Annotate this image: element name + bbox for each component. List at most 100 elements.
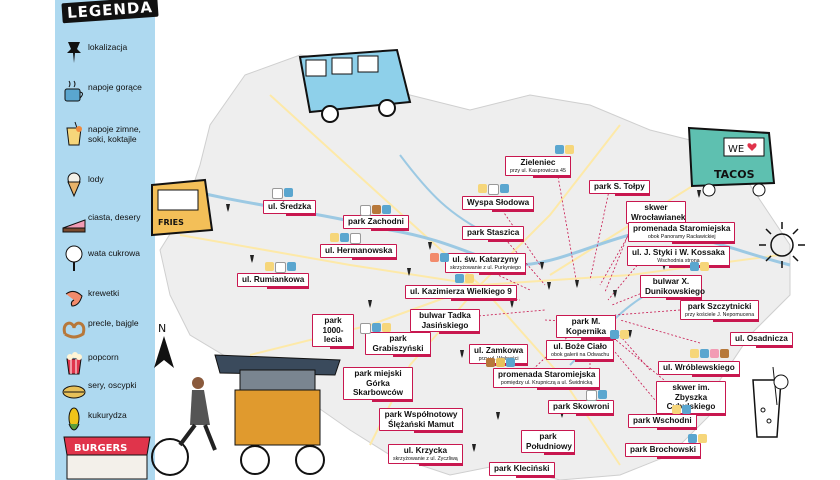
fries-truck-illustration: FRIES bbox=[151, 178, 214, 237]
vendor-icons bbox=[478, 184, 509, 195]
pin-icon bbox=[407, 268, 411, 276]
legend-item-ice-cream: lody bbox=[58, 166, 158, 206]
legend-label: napoje zimne, soki, koktajle bbox=[88, 124, 141, 144]
legend-label: sery, oscypki bbox=[88, 380, 137, 390]
legend-label: lody bbox=[88, 174, 104, 184]
vendor-icons bbox=[688, 434, 707, 445]
location-tag[interactable]: bulwar Tadka Jasińskiego bbox=[410, 309, 480, 334]
location-tag[interactable]: ul. Średzka bbox=[263, 200, 317, 215]
legend-label: lokalizacja bbox=[88, 42, 128, 52]
legend-label: wata cukrowa bbox=[88, 248, 140, 258]
legend-label: precle, bajgle bbox=[88, 318, 139, 328]
food-bus-illustration bbox=[298, 48, 412, 123]
lemonade-glass-icon bbox=[752, 366, 789, 438]
location-tag[interactable]: park miejski Górka Skarbowców bbox=[343, 367, 413, 401]
sun-icon bbox=[759, 222, 805, 268]
vendor-icons bbox=[690, 262, 709, 273]
vendor-icons bbox=[610, 330, 629, 341]
vendor-icons bbox=[672, 405, 691, 416]
location-tag[interactable]: park Skowroni bbox=[548, 400, 615, 415]
legend-item-corn: kukurydza bbox=[58, 402, 158, 442]
cake-icon bbox=[60, 208, 88, 236]
tacos-truck-illustration: WE TACOS bbox=[687, 126, 776, 197]
location-tag[interactable]: park Brochowski bbox=[625, 443, 701, 458]
we-love-sign: WE bbox=[728, 144, 744, 155]
vendor-icons bbox=[455, 274, 474, 285]
legend-item-popcorn: popcorn bbox=[58, 344, 158, 384]
vendor-icons bbox=[486, 358, 515, 369]
legend-item-cold-drinks: napoje zimne, soki, koktajle bbox=[58, 116, 158, 156]
pin-icon bbox=[428, 242, 432, 250]
tacos-sign: TACOS bbox=[714, 168, 755, 181]
legend-label: ciasta, desery bbox=[88, 212, 141, 222]
legend-label: kukurydza bbox=[88, 410, 127, 420]
pin-icon bbox=[368, 300, 372, 308]
location-tag[interactable]: skwer im. Zbyszka Cybulskiego bbox=[656, 381, 726, 415]
location-tag[interactable]: park Grabiszyński bbox=[365, 332, 431, 357]
legend-item-cotton-candy: wata cukrowa bbox=[58, 240, 158, 280]
location-tag[interactable]: ul. Kazimierza Wielkiego 9 bbox=[405, 285, 517, 300]
hot-drink-icon bbox=[60, 78, 88, 106]
location-tag[interactable]: ul. Osadnicza bbox=[730, 332, 793, 347]
location-tag[interactable]: skwer Wrocławianek bbox=[626, 201, 686, 226]
vendor-icons bbox=[360, 205, 391, 216]
burgers-sign: BURGERS bbox=[74, 443, 127, 454]
legend-item-hot-drinks: napoje gorące bbox=[58, 74, 158, 114]
location-tag[interactable]: park M. Kopernika bbox=[556, 315, 616, 340]
legend-label: krewetki bbox=[88, 288, 120, 298]
cold-drink-icon bbox=[60, 120, 88, 148]
location-tag[interactable]: ul. Wróblewskiego bbox=[658, 361, 740, 376]
location-tag[interactable]: ul. Hermanowska bbox=[320, 244, 398, 259]
fries-sign: FRIES bbox=[158, 218, 184, 227]
location-tag[interactable]: park Staszica bbox=[462, 226, 525, 241]
legend-item-pretzel: precle, bajgle bbox=[58, 310, 158, 350]
pin-icon bbox=[250, 255, 254, 263]
shrimp-icon bbox=[60, 284, 88, 312]
pin-icon bbox=[575, 280, 579, 288]
compass-north-icon: N bbox=[154, 322, 174, 368]
pretzel-icon bbox=[60, 314, 88, 342]
location-tag[interactable]: park Współnotowy Ślężański Mamut bbox=[379, 408, 463, 433]
pin-icon bbox=[472, 444, 476, 452]
location-tag[interactable]: park 1000-lecia bbox=[312, 314, 354, 348]
popcorn-icon bbox=[60, 348, 88, 376]
location-tag[interactable]: Wyspa Słodowa bbox=[462, 196, 535, 211]
vendor-icons bbox=[586, 390, 607, 401]
legend-label: napoje gorące bbox=[88, 82, 142, 92]
location-tag[interactable]: park Kleciński bbox=[489, 462, 555, 477]
location-tag[interactable]: bulwar X. Dunikowskiego bbox=[640, 275, 705, 300]
pin-icon bbox=[547, 282, 551, 290]
compass-label: N bbox=[158, 322, 166, 335]
pin-icon bbox=[628, 330, 632, 338]
pin-icon bbox=[697, 190, 701, 198]
legend-item-shrimp: krewetki bbox=[58, 280, 158, 320]
location-tag[interactable]: park S. Tołpy bbox=[589, 180, 650, 195]
location-tag[interactable]: park Zachodni bbox=[343, 215, 409, 230]
pin-icon bbox=[510, 300, 514, 308]
legend-panel bbox=[55, 0, 155, 480]
legend-item-cheese: sery, oscypki bbox=[58, 372, 158, 412]
coffee-bike-illustration bbox=[151, 354, 341, 476]
vendor-icons bbox=[330, 233, 361, 244]
pin-icon bbox=[540, 262, 544, 270]
location-tag[interactable]: park Wschodni bbox=[628, 414, 697, 429]
legend-item-cakes: ciasta, desery bbox=[58, 204, 158, 244]
location-tag[interactable]: park Południowy bbox=[521, 430, 575, 455]
vendor-icons bbox=[555, 145, 574, 156]
vendor-icons bbox=[430, 253, 449, 264]
legend-item-location: lokalizacja bbox=[58, 34, 158, 74]
corn-icon bbox=[60, 406, 88, 434]
cheese-icon bbox=[60, 376, 88, 404]
location-tag[interactable]: ul. Rumiankowa bbox=[237, 273, 310, 288]
pin-icon bbox=[496, 412, 500, 420]
vendor-icons bbox=[690, 349, 729, 360]
cotton-candy-icon bbox=[60, 244, 88, 272]
